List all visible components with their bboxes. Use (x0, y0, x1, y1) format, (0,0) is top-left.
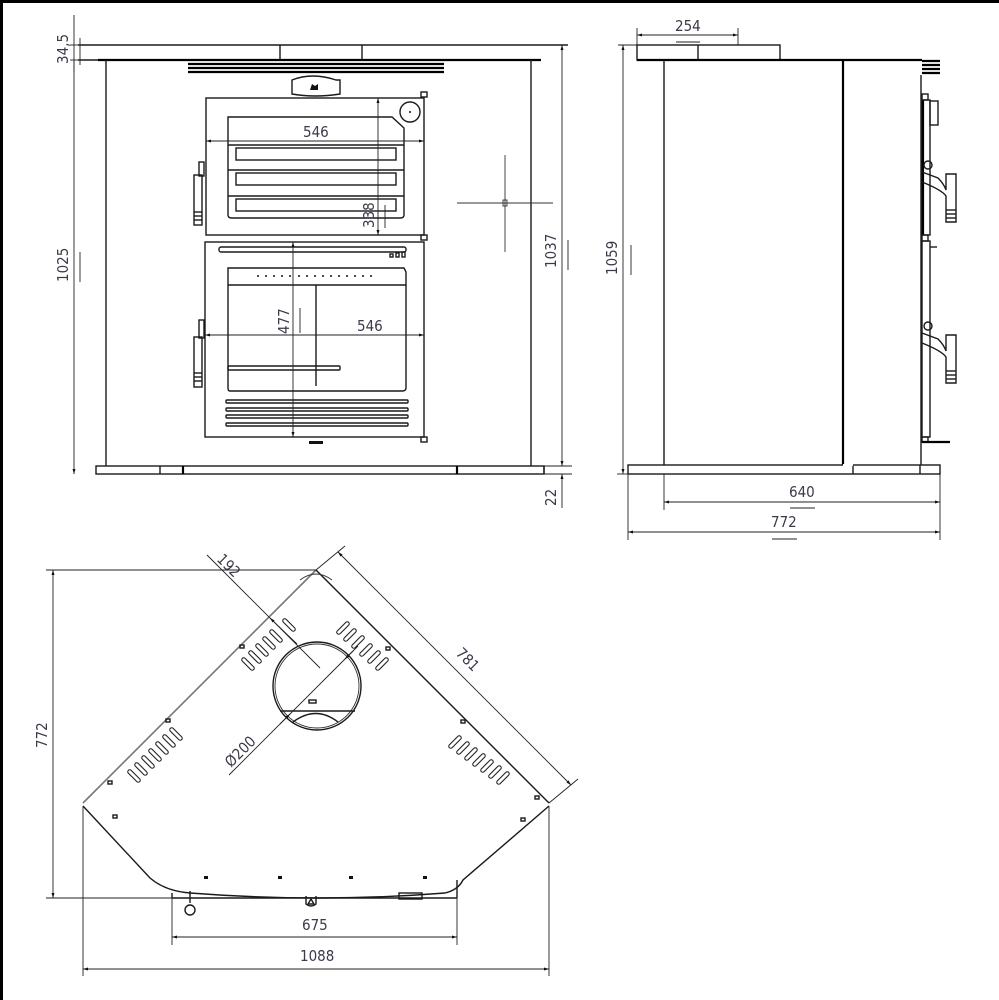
dim-oven-width: 546 (303, 123, 329, 141)
air-vent-dots (257, 275, 372, 277)
dim-total-width: 1088 (300, 947, 334, 965)
dim-firebox-height: 477 (275, 308, 293, 334)
dim-flue-distance: 192 (213, 550, 244, 581)
top-view: 772 192 Ø200 781 675 1088 (33, 545, 579, 976)
dim-flue-offset: 254 (675, 17, 701, 35)
dim-total-depth: 772 (771, 513, 797, 531)
vent-slots-lower-right (448, 735, 510, 785)
dim-total-height: 1037 (542, 234, 560, 268)
front-view: 34,5 1025 1037 22 546 338 546 477 (54, 15, 572, 508)
dim-top-plate-height: 34,5 (54, 34, 72, 64)
dim-front-width: 675 (302, 916, 328, 934)
dim-body-height: 1025 (54, 248, 72, 282)
dim-firebox-width: 546 (357, 317, 383, 335)
dim-top-depth: 772 (33, 722, 51, 748)
dim-feet-height: 22 (542, 489, 560, 506)
vent-slots-lower-left (127, 727, 183, 783)
dim-flue-diameter: Ø200 (221, 732, 259, 770)
side-view: 254 1059 640 772 (603, 17, 957, 540)
dim-side-total-height: 1059 (603, 241, 621, 275)
dim-body-depth: 640 (789, 483, 815, 501)
vent-slots-upper-left (241, 618, 296, 671)
dim-oven-height: 338 (360, 202, 378, 228)
vent-slots-upper-right (336, 621, 389, 671)
